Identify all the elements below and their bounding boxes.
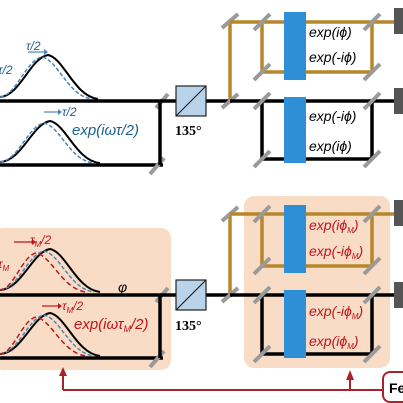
bottom-tau-m-half-label: τM/2 — [30, 233, 52, 249]
bottom-lower-pulse-red — [0, 316, 87, 357]
bottom-pulse-panel — [0, 228, 171, 370]
top-modulator-lower — [284, 97, 306, 163]
top-tau-half-label: τ/2 — [26, 39, 41, 53]
bottom-upper-delay-arrowhead — [32, 239, 36, 245]
top-mod1-label: exp(iϕ) — [309, 24, 352, 40]
top-beam-splitter — [175, 85, 207, 117]
feedback-loop — [59, 367, 383, 391]
bottom-mod4-label: exp(iϕM) — [309, 333, 358, 351]
bottom-mod2-label: exp(-iϕM) — [309, 243, 363, 261]
bottom-lower-delay-arrowhead — [58, 303, 62, 309]
bottom-lower-interferometer — [230, 282, 403, 364]
top-tau-half-lower-label: τ/2 — [62, 105, 77, 119]
bottom-upper-pulse-solid — [0, 247, 101, 293]
bottom-upper-pulse-red — [0, 252, 87, 293]
bottom-upper-pulse-blue — [0, 250, 95, 293]
feedback-arrowhead-right — [346, 370, 354, 380]
top-lower-delay-arrowhead — [58, 109, 62, 115]
top-upper-interferometer — [230, 8, 403, 82]
top-lower-pulse-dashed — [0, 122, 95, 164]
top-pulse-pair: τ/2 τ/2 τ/2 exp(iωτ/2) — [0, 39, 163, 167]
top-upper-pulse-solid — [0, 53, 99, 100]
top-upper-pulse-dashed — [0, 56, 93, 100]
bottom-upper-interferometer — [230, 200, 403, 276]
top-bs-angle-label: 135° — [175, 124, 202, 139]
bottom-modulator-upper — [284, 205, 306, 273]
top-lower-interferometer — [230, 88, 403, 169]
top-mod4-label: exp(iϕ) — [309, 138, 352, 154]
bottom-beam-splitter — [175, 279, 207, 311]
top-mod2-label: exp(-iϕ) — [309, 49, 356, 65]
bottom-phi-label: φ — [118, 279, 127, 295]
bottom-mod1-label: exp(iϕM) — [309, 217, 358, 235]
top-lower-pulse-solid — [0, 119, 101, 164]
bottom-tau-m-lower-label: τM/2 — [62, 299, 84, 315]
bottom-modulator-lower — [284, 290, 306, 358]
feedback-box — [382, 371, 403, 403]
bottom-pulse-pair: τM/2 τM τM/2 φ exp(iωτM/2) — [0, 233, 163, 360]
bottom-phase-factor-label: exp(iωτM/2) — [74, 316, 149, 334]
bottom-tau-m-cut-label: τM — [0, 257, 10, 273]
bottom-lower-pulse-solid — [0, 311, 101, 357]
bottom-bs-angle-label: 135° — [175, 319, 202, 334]
top-upper-delay-arrowhead — [44, 49, 48, 55]
top-modulator-upper — [284, 12, 306, 80]
top-phase-factor-label: exp(iωτ/2) — [72, 122, 139, 139]
bottom-modulator-panel — [244, 196, 390, 368]
bottom-mod3-label: exp(-iϕM) — [309, 303, 363, 321]
bottom-lower-pulse-blue — [0, 314, 95, 357]
top-mod3-label: exp(-iϕ) — [309, 108, 356, 124]
top-tau-half-cut-label: τ/2 — [0, 63, 13, 77]
feedback-arrowhead-left — [59, 367, 67, 376]
feedback-label: Fe — [389, 380, 403, 396]
